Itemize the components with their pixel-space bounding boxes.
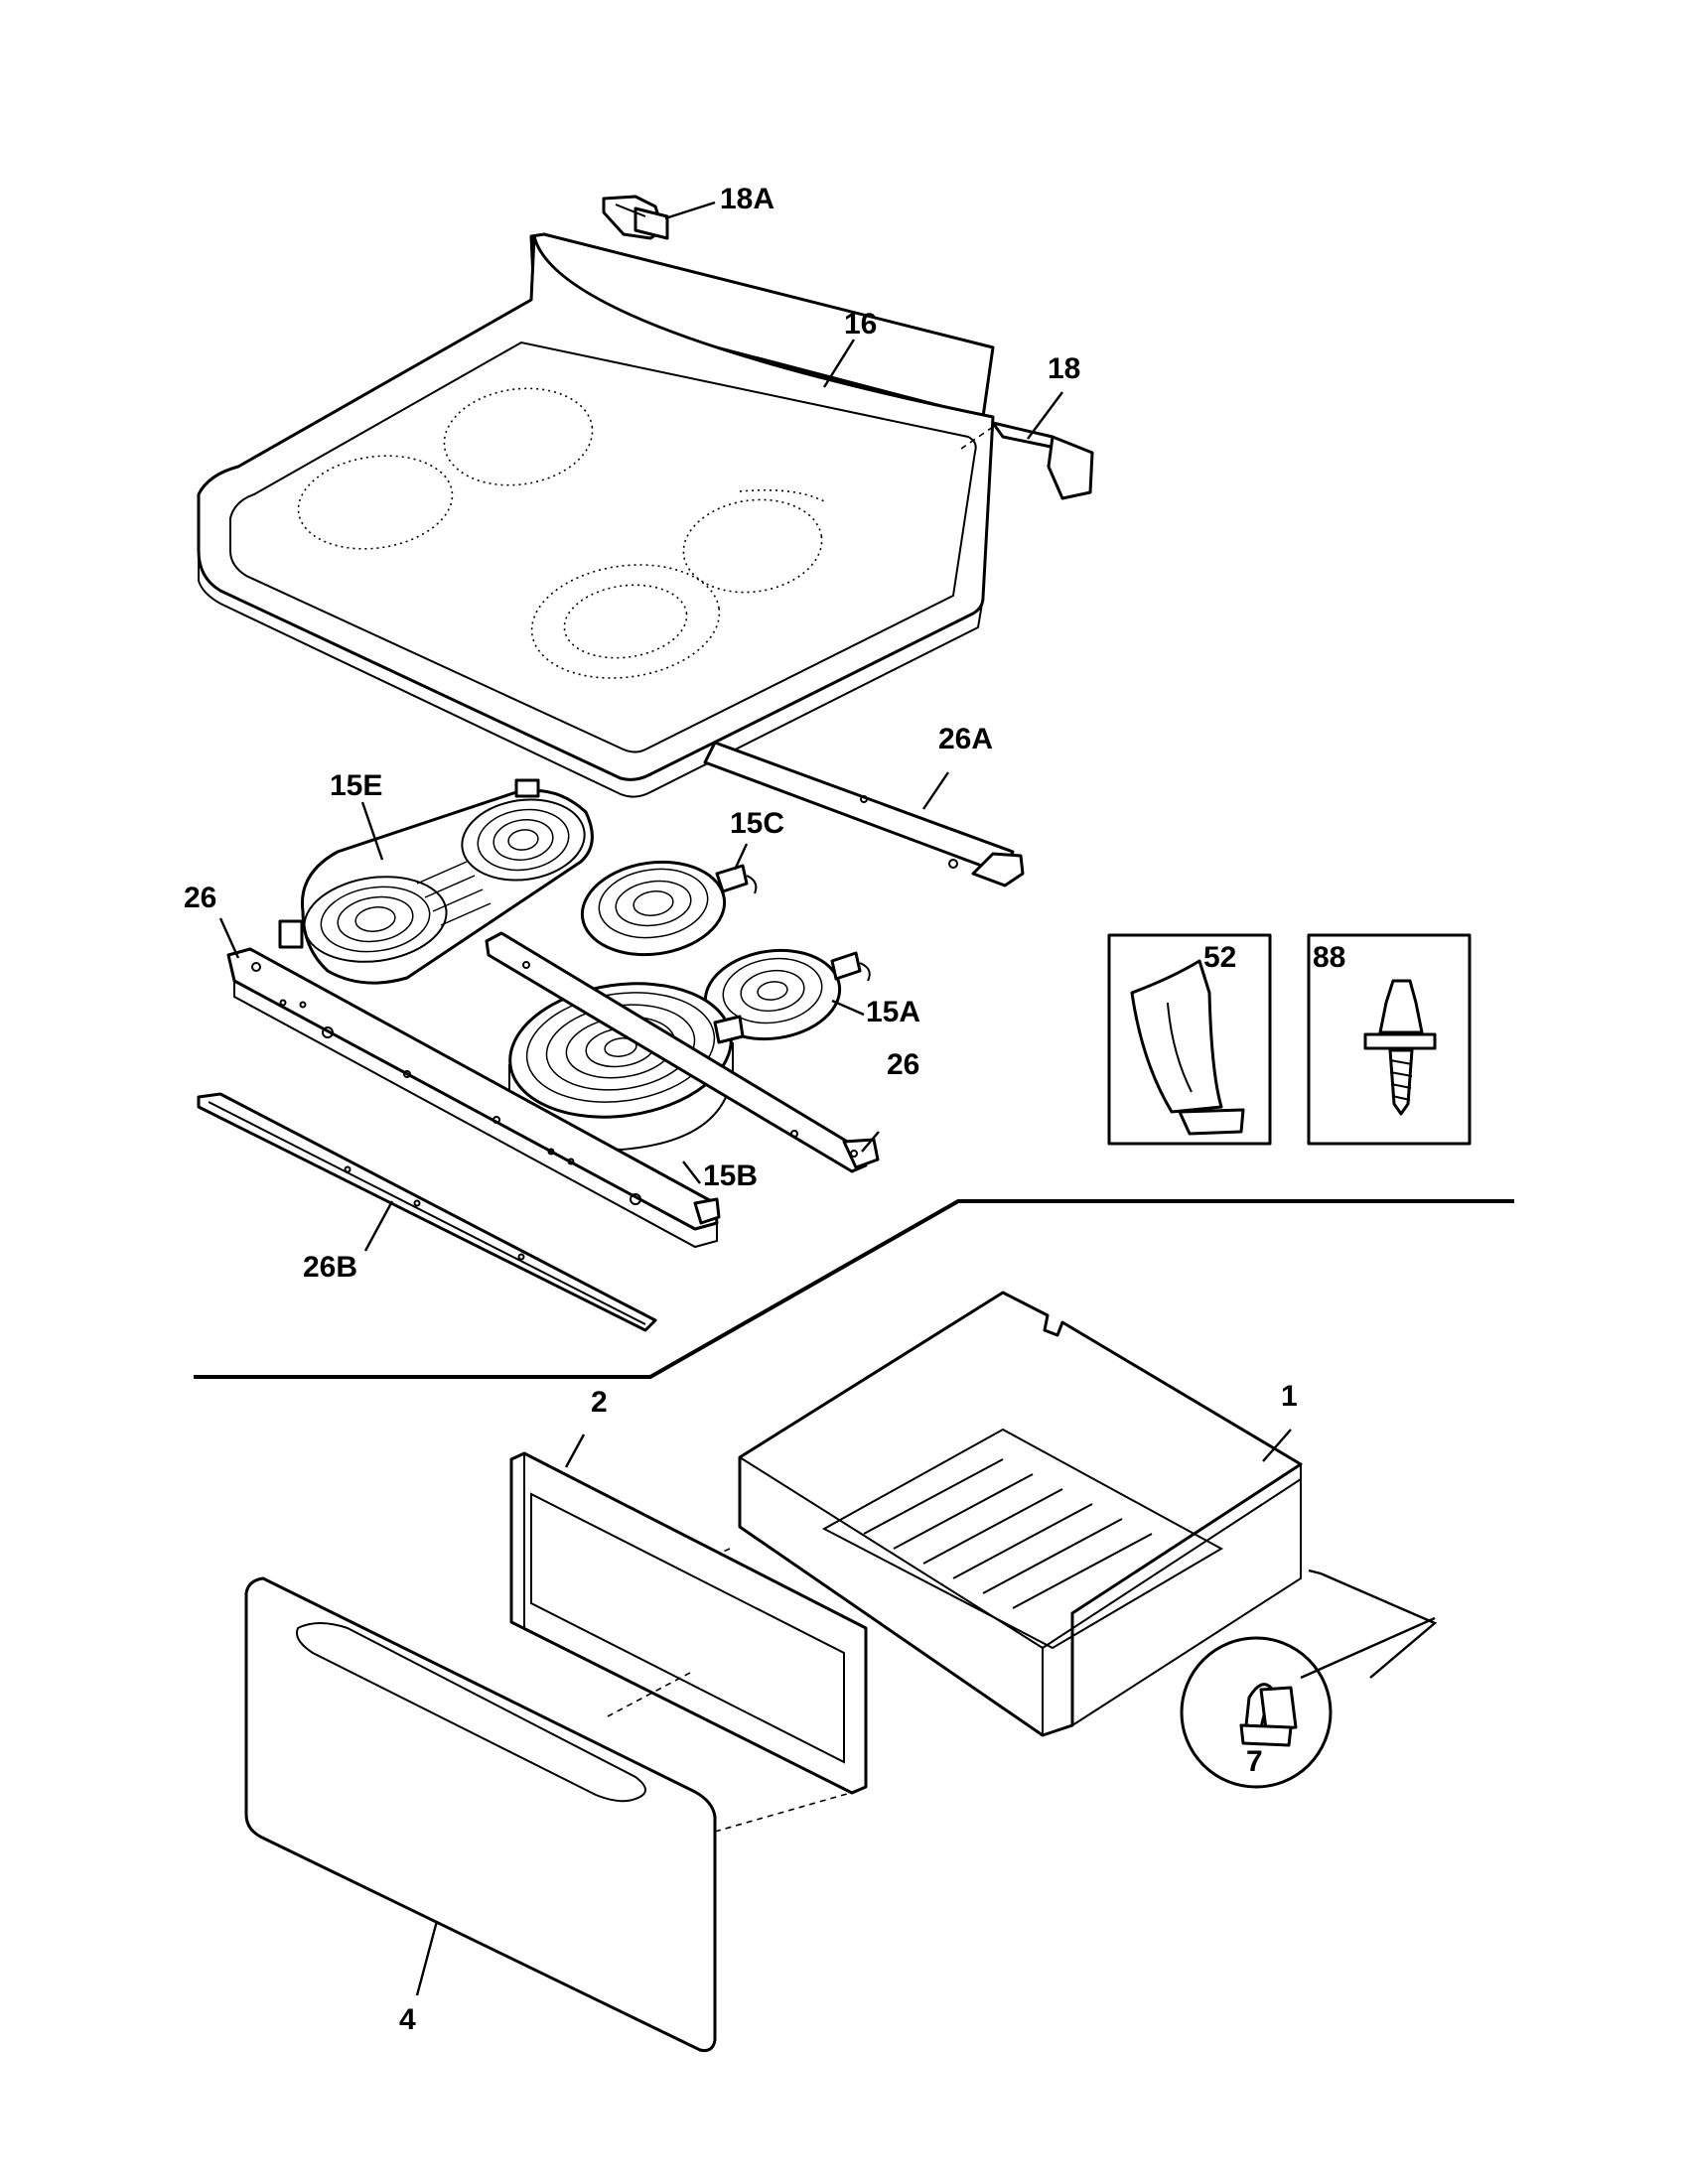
- callout-52: 52: [1203, 941, 1237, 974]
- callout-26a: 26A: [938, 723, 994, 755]
- callout-88: 88: [1313, 941, 1346, 974]
- leader-lines: [218, 201, 1292, 1996]
- part-15e-bridge-element: [278, 778, 594, 985]
- part-18a-bracket: [555, 195, 669, 267]
- part-4-drawer-front: [244, 1576, 855, 2052]
- callout-26-left: 26: [184, 882, 217, 914]
- part-7-clip-detail: [1180, 1569, 1438, 1789]
- part-52-inset: [1107, 933, 1272, 1146]
- part-26-right-support: [485, 931, 880, 1173]
- section-divider-line: [194, 1199, 1514, 1379]
- part-15c-element: [580, 860, 758, 957]
- callout-26b: 26B: [303, 1251, 358, 1284]
- callout-15a: 15A: [866, 996, 921, 1028]
- callout-15e: 15E: [330, 769, 383, 802]
- callout-26-right: 26: [887, 1048, 920, 1081]
- part-16-cooktop: [197, 232, 995, 798]
- callout-15c: 15C: [730, 807, 785, 840]
- callout-2: 2: [591, 1386, 608, 1419]
- callout-7: 7: [1246, 1745, 1263, 1778]
- part-2-drawer-frame: [509, 1451, 868, 1795]
- part-88-inset: [1307, 933, 1472, 1146]
- callout-18a: 18A: [720, 183, 775, 215]
- part-26a-support: [703, 741, 1025, 887]
- part-26b-trim: [197, 1092, 657, 1332]
- callout-18: 18: [1048, 352, 1081, 385]
- part-26-left-support: [226, 947, 721, 1249]
- part-18-bracket: [960, 421, 1094, 500]
- callout-15b: 15B: [703, 1160, 759, 1192]
- part-1-drawer-body: [684, 1291, 1303, 1737]
- callout-16: 16: [844, 308, 878, 341]
- callout-4: 4: [399, 2003, 416, 2036]
- callout-1: 1: [1281, 1380, 1298, 1413]
